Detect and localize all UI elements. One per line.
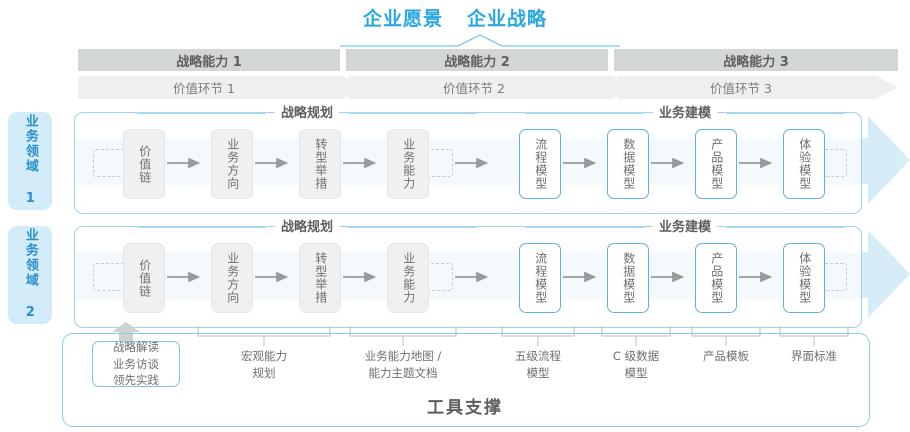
capability-bar-1: 战略能力 1 [78,49,340,71]
row-2-node-experience-model[interactable]: 体验模型 [783,243,825,313]
capability-bar-2: 战略能力 2 [346,49,608,71]
tool-bracket-data-model-icon [601,326,671,346]
value-stage-chevrons-icon [78,76,898,99]
row-2-node-business-direction[interactable]: 业务方向 [211,243,253,313]
domain-tag-2: 业务领域 2 [8,226,52,324]
row-1-arrow-1-icon [167,158,201,168]
tool-support-container [62,333,870,427]
tool-bracket-process-model-icon [501,326,575,346]
title-connector-icon [340,34,620,47]
row-2-arrow-3-icon [343,272,377,282]
row-2-arrow-1-icon [167,272,201,282]
value-stage-band: 价值环节 1 价值环节 2 价值环节 3 [78,76,898,99]
tool-label-five-level-process-model: 五级流程 模型 [515,349,561,380]
domain-tag-2-label: 业务领域 2 [22,228,38,322]
value-stage-3: 价值环节 3 [710,81,772,96]
row-1-arrow-2-icon [255,158,289,168]
row-2-arrow-6-icon [651,272,685,282]
row-1-arrow-3-icon [343,158,377,168]
row-1-node-process-model[interactable]: 流程模型 [519,129,561,199]
domain-tag-1: 业务领域 1 [8,112,52,210]
row-1-node-data-model[interactable]: 数据模型 [607,129,649,199]
row-1-node-business-capability[interactable]: 业务能力 [387,129,429,199]
row-1-node-business-direction[interactable]: 业务方向 [211,129,253,199]
capability-bar-3: 战略能力 3 [614,49,898,71]
business-domain-row-2: 战略规划 业务建模 价值链 业务方向 转型举措 业务能力 流程模型 数据模型 产… [74,220,862,328]
row-2-section-business-modeling: 业务建模 [525,218,846,236]
row-1-node-product-model[interactable]: 产品模型 [695,129,737,199]
tool-bracket-product-template-icon [691,326,761,346]
domain-tag-1-label: 业务领域 1 [22,114,38,208]
value-stage-1: 价值环节 1 [173,81,235,96]
tool-label-macro-capability-planning: 宏观能力 规划 [241,349,287,380]
row-1-node-transformation-measures[interactable]: 转型举措 [299,129,341,199]
row-2-node-value-chain[interactable]: 价值链 [123,243,165,313]
tool-bracket-capability-map-icon [349,326,457,346]
strategic-capability-band: 战略能力 1 战略能力 2 战略能力 3 [78,49,898,71]
tool-box-strategy-interpretation[interactable]: 战略解读 业务访谈 领先实践 [92,340,180,388]
row-2-arrow-7-icon [739,272,773,282]
tool-line-business-interview: 业务访谈 [113,356,159,371]
row-1-arrow-5-icon [563,158,597,168]
row-2-arrow-2-icon [255,272,289,282]
row-1-section-business-modeling: 业务建模 [525,104,846,122]
row-2-node-data-model[interactable]: 数据模型 [607,243,649,313]
title-enterprise-strategy: 企业战略 [467,7,548,30]
business-domain-row-1: 战略规划 业务建模 价值链 业务方向 转型举措 业务能力 流程模型 数据模型 产… [74,106,862,214]
tool-label-product-template: 产品模板 [703,349,749,363]
row-1-arrow-6-icon [651,158,685,168]
row-1-arrow-7-icon [739,158,773,168]
tool-line-leading-practice: 领先实践 [113,373,159,388]
title-enterprise-vision: 企业愿景 [362,7,443,30]
tool-bracket-macro-capability-icon [197,326,331,346]
tool-label-capability-map-doc: 业务能力地图 / 能力主题文档 [364,349,442,380]
tool-line-strategy-interpretation: 战略解读 [113,340,159,354]
diagram-title: 企业愿景 企业战略 [0,4,910,34]
tool-label-c-level-data-model: C 级数据 模型 [612,349,660,380]
row-1-arrow-4-icon [455,158,489,168]
row-2-section-strategic-planning: 战略规划 [137,218,478,236]
row-1-node-value-chain[interactable]: 价值链 [123,129,165,199]
row-2-arrow-4-icon [455,272,489,282]
row-1-section-strategic-planning: 战略规划 [137,104,478,122]
tool-bracket-ui-standard-icon [779,326,849,346]
row-2-node-transformation-measures[interactable]: 转型举措 [299,243,341,313]
row-2-node-business-capability[interactable]: 业务能力 [387,243,429,313]
row-2-node-process-model[interactable]: 流程模型 [519,243,561,313]
value-stage-2: 价值环节 2 [443,81,505,96]
tool-label-ui-standard: 界面标准 [791,349,837,363]
row-1-node-experience-model[interactable]: 体验模型 [783,129,825,199]
row-2-node-product-model[interactable]: 产品模型 [695,243,737,313]
row-2-arrow-5-icon [563,272,597,282]
tool-support-footer-title: 工具支撑 [427,398,503,418]
